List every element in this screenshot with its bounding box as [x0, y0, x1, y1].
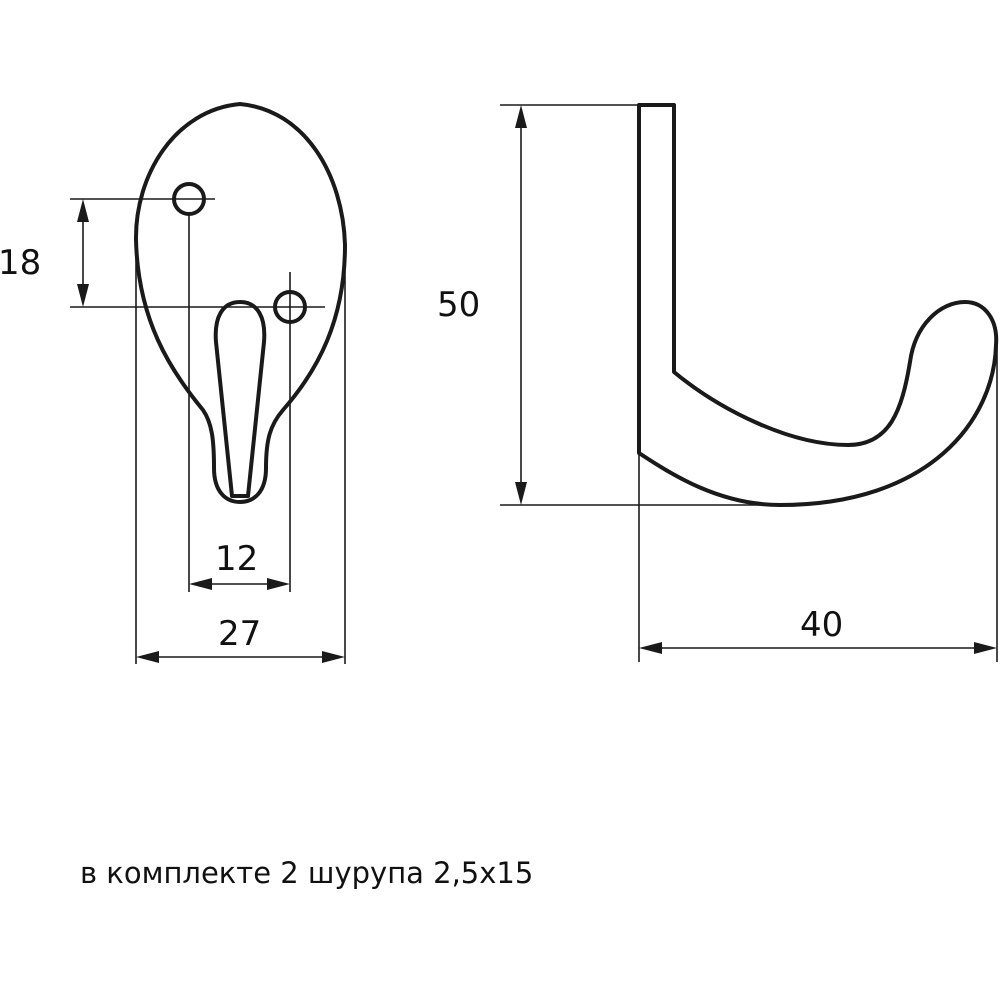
- arrowhead: [515, 105, 527, 128]
- arrowhead: [639, 642, 662, 654]
- dimension-label-12: 12: [215, 539, 258, 579]
- dimension-label-18: 18: [0, 243, 41, 283]
- arrowhead: [974, 642, 997, 654]
- dimension-label-40: 40: [800, 605, 843, 645]
- hook-profile-outline: [637, 103, 999, 507]
- dimension-label-50: 50: [437, 285, 480, 325]
- hook-arm-front: [213, 300, 267, 498]
- dimension-hole-spacing-vertical: 18: [0, 198, 325, 308]
- arrowhead: [136, 651, 159, 663]
- arrowhead: [515, 482, 527, 505]
- dimension-label-27: 27: [218, 614, 261, 654]
- dimension-hook-height: 50: [437, 104, 780, 506]
- package-contents-note: в комплекте 2 шурупа 2,5х15: [80, 856, 534, 890]
- dimension-hook-depth: 40: [638, 345, 998, 662]
- arrowhead: [77, 199, 89, 222]
- side-view: [637, 103, 999, 507]
- arrowhead: [77, 284, 89, 307]
- arrowhead: [267, 578, 290, 590]
- dimension-hole-spacing-horizontal: 12: [188, 214, 291, 592]
- arrowhead: [189, 578, 212, 590]
- dimension-plate-width: 27: [135, 240, 346, 664]
- front-view: [133, 102, 347, 504]
- arrowhead: [322, 651, 345, 663]
